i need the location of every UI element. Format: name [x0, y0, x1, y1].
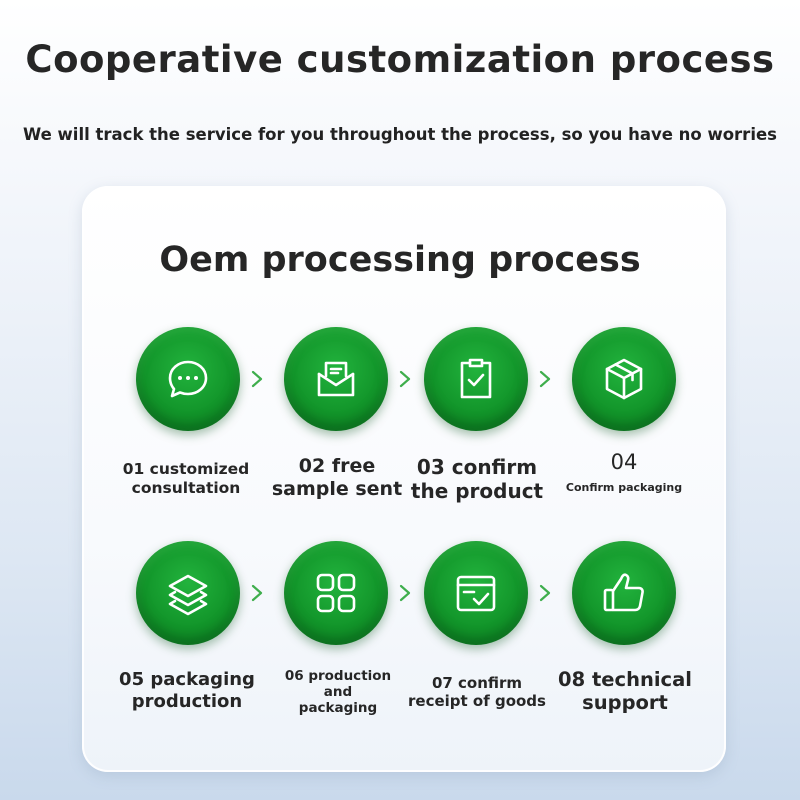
chevron-right-icon — [398, 369, 412, 389]
step-6-circle — [284, 541, 388, 645]
envelope-document-icon — [317, 361, 355, 397]
step-2-circle — [284, 327, 388, 431]
step-1-label: 01 customized consultation — [122, 460, 250, 497]
step-7-label: 07 confirm receipt of goods — [408, 674, 546, 710]
page-title: Cooperative customization process — [25, 38, 775, 81]
grid-apps-icon — [316, 573, 356, 613]
step-4-circle — [572, 327, 676, 431]
card-title: Oem processing process — [159, 240, 641, 280]
step-5-circle — [136, 541, 240, 645]
step-3-circle — [424, 327, 528, 431]
clipboard-check-icon — [460, 358, 492, 399]
invoice-check-icon — [456, 575, 496, 612]
step-7-circle — [424, 541, 528, 645]
process-card — [82, 186, 726, 772]
step-3-label: 03 confirm the product — [410, 455, 544, 503]
thumbs-up-icon — [603, 573, 644, 612]
step-2-label: 02 free sample sent — [271, 455, 403, 500]
step-8-label: 08 technical support — [558, 668, 692, 715]
chevron-right-icon — [398, 583, 412, 603]
box-package-icon — [605, 358, 643, 400]
page-subtitle: We will track the service for you throug… — [23, 125, 777, 144]
chevron-right-icon — [538, 369, 552, 389]
chevron-right-icon — [250, 369, 264, 389]
chat-bubble-icon — [168, 360, 208, 398]
chevron-right-icon — [250, 583, 264, 603]
step-6-label: 06 production and packaging — [284, 668, 392, 717]
chevron-right-icon — [538, 583, 552, 603]
step-5-label: 05 packaging production — [119, 669, 255, 712]
stacked-layers-icon — [168, 574, 208, 616]
step-4-label: 04 Confirm packaging — [565, 450, 683, 495]
step-8-circle — [572, 541, 676, 645]
step-1-circle — [136, 327, 240, 431]
